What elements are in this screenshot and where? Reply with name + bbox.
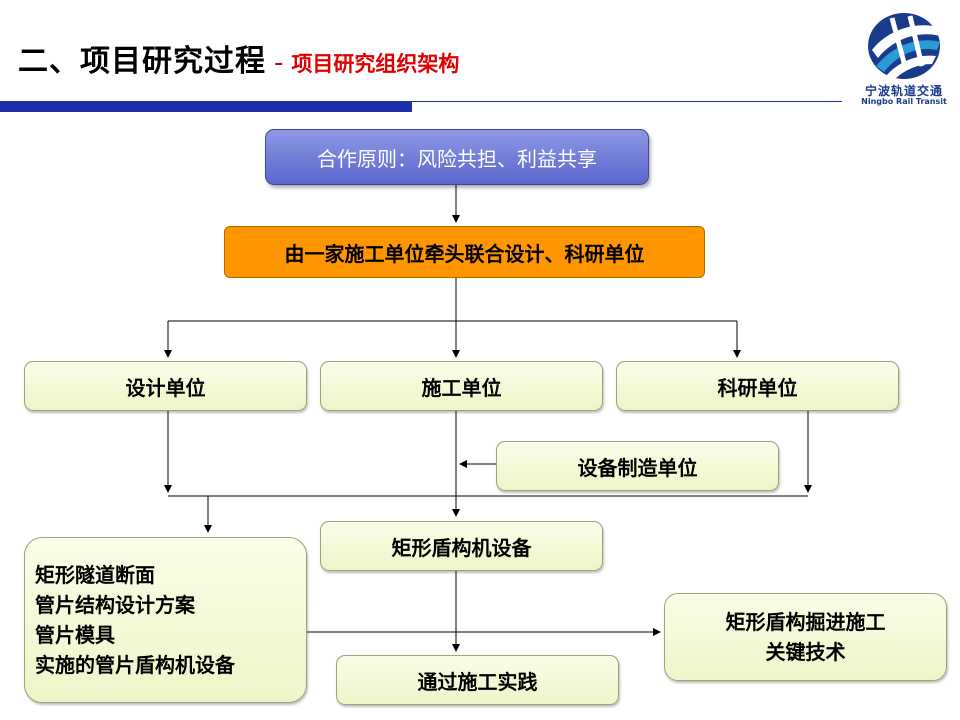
logo-name-cn: 宁波轨道交通 [864,84,943,98]
research-unit-text: 科研单位 [717,375,798,400]
design-unit-box: 设计单位 [24,361,307,411]
machine-text: 矩形盾构机设备 [391,535,532,560]
ningbo-rail-logo-icon [868,13,942,80]
logo-name-en: Ningbo Rail Transit [861,97,947,106]
research-unit-box: 科研单位 [616,361,899,411]
principle-box: 合作原则：风险共担、利益共享 [265,129,649,185]
outputs-box: 矩形隧道断面 管片结构设计方案 管片模具 实施的管片盾构机设备 [24,537,307,703]
practice-box: 通过施工实践 [336,655,619,705]
title-main: 二、项目研究过程 [18,44,266,79]
design-unit-text: 设计单位 [125,375,206,400]
principle-text: 合作原则：风险共担、利益共享 [317,146,597,171]
machine-box: 矩形盾构机设备 [320,521,603,571]
construction-unit-box: 施工单位 [320,361,603,411]
practice-text: 通过施工实践 [417,669,538,694]
equipment-unit-box: 设备制造单位 [496,441,779,491]
equipment-unit-text: 设备制造单位 [577,455,698,480]
title-bar-thick [0,101,412,112]
construction-unit-text: 施工单位 [421,375,502,400]
title-separator: - [274,48,284,78]
key-tech-line: 关键技术 [765,640,846,664]
lead-text: 由一家施工单位牵头联合设计、科研单位 [284,241,645,266]
output-item: 管片模具 [35,623,115,647]
title-subtitle: 项目研究组织架构 [291,52,460,76]
key-tech-line: 矩形盾构掘进施工 [725,610,886,634]
title-bar-thin [412,101,842,102]
output-item: 管片结构设计方案 [35,593,195,617]
page-title: 二、项目研究过程 - 项目研究组织架构 [18,36,460,79]
lead-box: 由一家施工单位牵头联合设计、科研单位 [224,226,705,278]
key-tech-box: 矩形盾构掘进施工 关键技术 [664,593,947,681]
output-item: 矩形隧道断面 [35,563,155,587]
output-item: 实施的管片盾构机设备 [35,653,235,677]
